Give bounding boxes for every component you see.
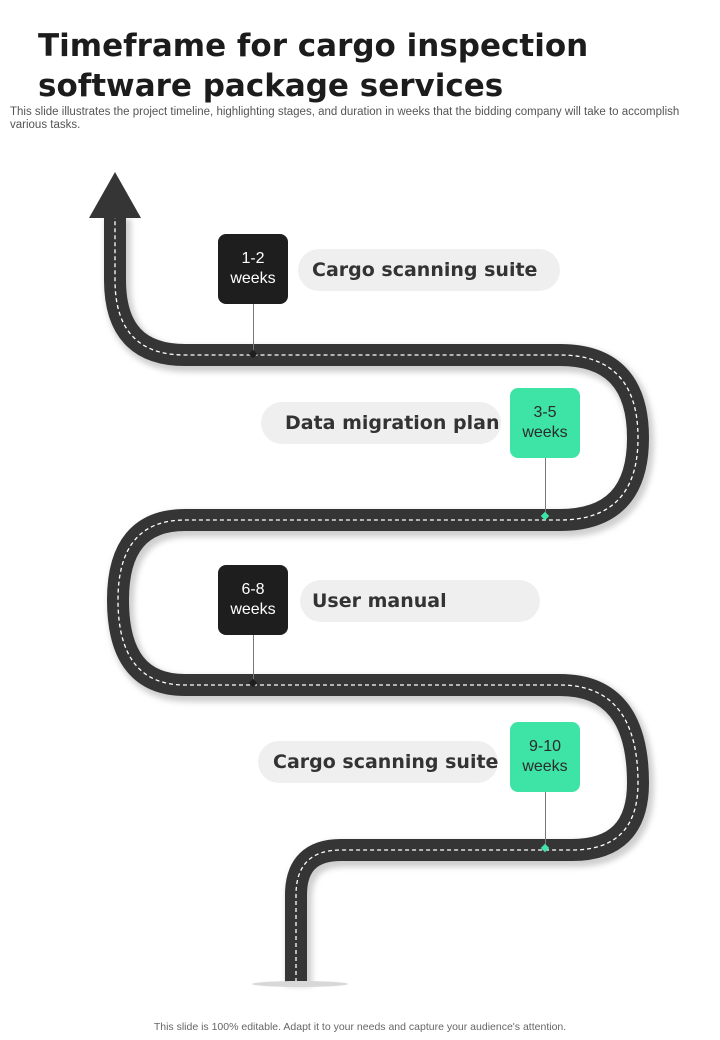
page-subtitle: This slide illustrates the project timel… [10,106,680,131]
milestone-3-connector [253,635,254,683]
milestone-3-duration-range: 6-8 [241,581,265,598]
page-title: Timeframe for cargo inspection software … [38,28,589,104]
milestone-4-duration-unit: weeks [522,758,568,775]
milestone-4-duration-range: 9-10 [528,738,562,755]
milestone-2-duration-unit: weeks [522,424,568,441]
milestone-3-duration-badge: 6-8 weeks [218,565,288,635]
milestone-2-duration-badge: 3-5 weeks [510,388,580,458]
milestone-1-label: Cargo scanning suite [298,249,560,291]
milestone-1-duration-range: 1-2 [241,250,265,267]
milestone-1-duration-badge: 1-2 weeks [218,234,288,304]
arrow-up-icon [89,172,141,218]
milestone-2-label: Data migration plan [261,402,501,444]
milestone-2-connector [545,458,546,516]
milestone-3-label: User manual [300,580,540,622]
road-dashes [114,215,639,982]
milestone-4-duration-badge: 9-10 weeks [510,722,580,792]
milestone-2-duration-range: 3-5 [533,404,557,421]
milestone-4-connector [545,792,546,848]
milestone-4-label: Cargo scanning suite [258,741,498,783]
footer-note: This slide is 100% editable. Adapt it to… [153,1021,567,1033]
milestone-1-connector [253,304,254,354]
milestone-3-duration-unit: weeks [230,601,276,618]
milestone-1-duration-unit: weeks [230,270,276,287]
